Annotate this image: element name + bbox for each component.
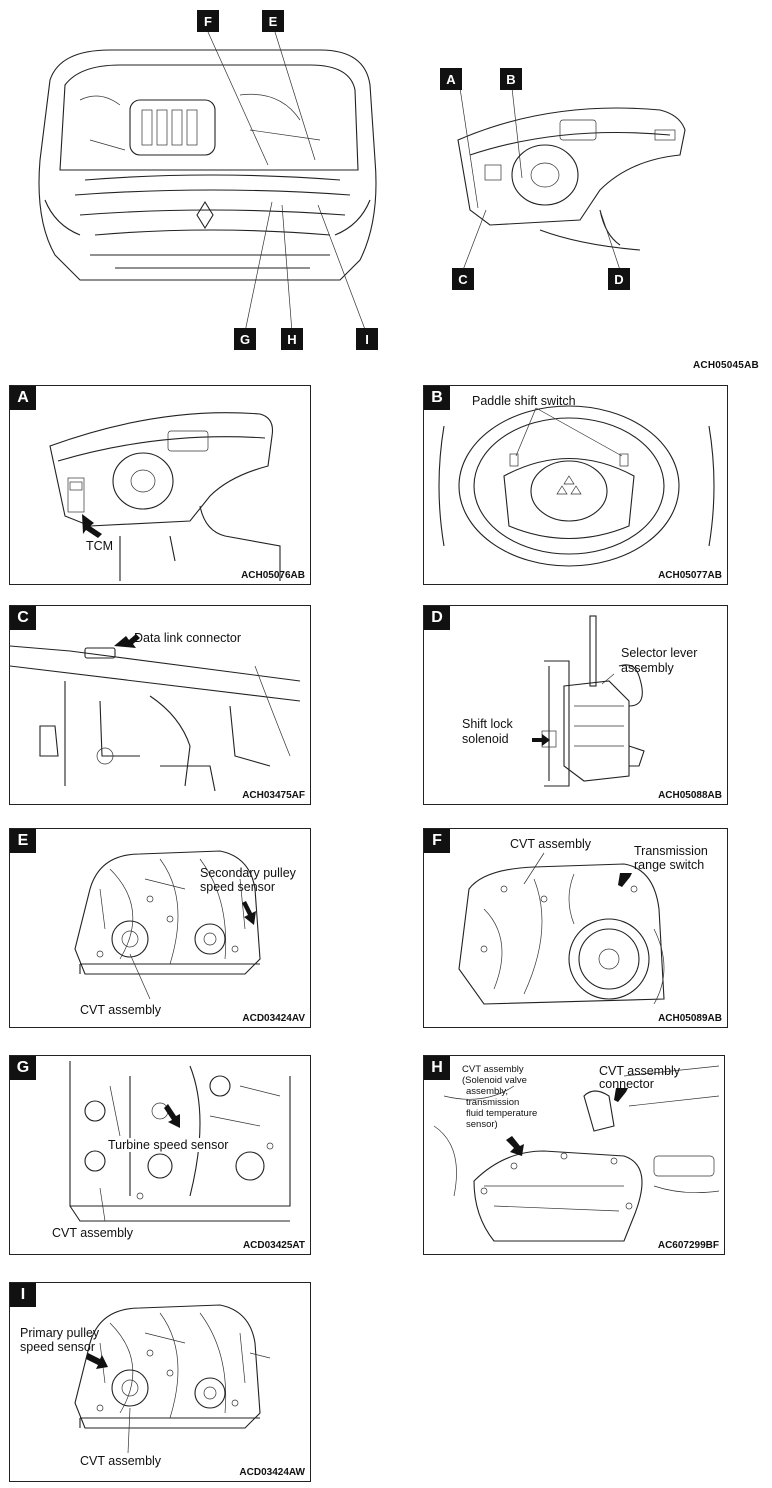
- panel-d-code: ACH05088AB: [658, 790, 722, 801]
- panel-e-code: ACD03424AV: [242, 1013, 305, 1024]
- cvt-assembly-solenoid-line3: assembly,: [466, 1086, 509, 1097]
- overview-tag-d: D: [608, 268, 630, 290]
- shift-lock-solenoid-label-line1: Shift lock: [462, 717, 513, 731]
- front-view-drawing: [38, 31, 377, 333]
- panel-g-drawing: [69, 1061, 291, 1222]
- panel-c-code: ACH03475AF: [242, 790, 305, 801]
- front-view-illustration: F E G H I: [20, 10, 390, 350]
- panel-a: A TCM ACH05076AB: [9, 385, 311, 585]
- panel-e-drawing: [74, 850, 261, 1000]
- data-link-connector-label: Data link connector: [134, 631, 242, 645]
- overview-tag-e: E: [262, 10, 284, 32]
- panel-b: B Paddle shift switch ACH05077AB: [423, 385, 728, 585]
- panel-d: D Selector lever assembly Shift lock sol…: [423, 605, 728, 805]
- cvt-assembly-label: CVT assembly: [80, 1003, 162, 1017]
- cvt-assembly-solenoid-line6: sensor): [466, 1119, 498, 1130]
- panel-e-tag: E: [10, 829, 36, 853]
- panel-g: G Turbine speed sensor CVT assembly ACD0…: [9, 1055, 311, 1255]
- overview-tag-f: F: [197, 10, 219, 32]
- panel-g-tag: G: [10, 1056, 36, 1080]
- cvt-assembly-label-g: CVT assembly: [52, 1226, 134, 1240]
- paddle-shift-switch-label: Paddle shift switch: [472, 394, 576, 408]
- panel-d-drawing: [532, 615, 645, 787]
- panel-a-drawing: [49, 412, 281, 581]
- overview-tag-a: A: [440, 68, 462, 90]
- dashboard-view-drawing: [457, 87, 686, 271]
- panel-c-tag: C: [10, 606, 36, 630]
- panel-b-drawing: [438, 405, 715, 567]
- overview-tag-b: B: [500, 68, 522, 90]
- panel-d-tag: D: [424, 606, 450, 630]
- panel-a-code: ACH05076AB: [241, 570, 305, 581]
- cvt-assembly-label-i: CVT assembly: [80, 1454, 162, 1468]
- panel-h-drawing: [433, 1065, 720, 1242]
- cvt-assembly-connector-line2: connector: [599, 1077, 654, 1091]
- overview-tag-i: I: [356, 328, 378, 350]
- primary-pulley-label-line1: Primary pulley: [20, 1326, 100, 1340]
- panel-f-drawing: [458, 852, 665, 1005]
- dashboard-view-illustration: A B C D: [430, 60, 700, 300]
- selector-lever-label-line2: assembly: [621, 661, 674, 675]
- shift-lock-solenoid-label-line2: solenoid: [462, 732, 509, 746]
- panel-g-code: ACD03425AT: [242, 1240, 305, 1251]
- cvt-assembly-solenoid-line1: CVT assembly: [462, 1064, 524, 1075]
- cvt-assembly-solenoid-line4: transmission: [466, 1097, 520, 1108]
- panel-i-drawing: [74, 1304, 271, 1454]
- overview-tag-c: C: [452, 268, 474, 290]
- panel-h: H CVT assembly (Solenoid valve assembly,…: [423, 1055, 725, 1255]
- panel-i-tag: I: [10, 1283, 36, 1307]
- transmission-range-label-line1: Transmission: [634, 844, 708, 858]
- panel-f-tag: F: [424, 829, 450, 853]
- secondary-pulley-label-line2: speed sensor: [200, 880, 276, 894]
- cvt-assembly-solenoid-line5: fluid temperature: [466, 1108, 538, 1119]
- cvt-assembly-label-f: CVT assembly: [510, 837, 592, 851]
- panel-f-code: ACH05089AB: [658, 1013, 722, 1024]
- panel-i-code: ACD03424AW: [239, 1467, 305, 1478]
- secondary-pulley-label-line1: Secondary pulley: [200, 866, 296, 880]
- panel-f: F CVT assembly Transmission range switch…: [423, 828, 728, 1028]
- cvt-assembly-connector-line1: CVT assembly: [599, 1064, 681, 1078]
- panel-h-tag: H: [424, 1056, 450, 1080]
- panel-a-tag: A: [10, 386, 36, 410]
- transmission-range-label-line2: range switch: [634, 858, 705, 872]
- panel-e: E Secondary pulley speed sensor CVT asse…: [9, 828, 311, 1028]
- panel-i: I Primary pulley speed sensor CVT assemb…: [9, 1282, 311, 1482]
- panel-c: C Data link connector ACH03475AF: [9, 605, 311, 805]
- tcm-label: TCM: [86, 539, 114, 553]
- turbine-speed-sensor-label: Turbine speed sensor: [106, 1138, 231, 1152]
- panel-b-tag: B: [424, 386, 450, 410]
- overview-tag-h: H: [281, 328, 303, 350]
- cvt-assembly-solenoid-line2: (Solenoid valve: [462, 1075, 527, 1086]
- selector-lever-label-line1: Selector lever: [621, 646, 698, 660]
- primary-pulley-label-line2: speed sensor: [20, 1340, 96, 1354]
- panel-h-code: AC607299BF: [657, 1240, 719, 1251]
- panel-c-drawing: [10, 634, 301, 792]
- panel-b-code: ACH05077AB: [658, 570, 722, 581]
- overview-tag-g: G: [234, 328, 256, 350]
- overview-figure-code: ACH05045AB: [693, 360, 759, 371]
